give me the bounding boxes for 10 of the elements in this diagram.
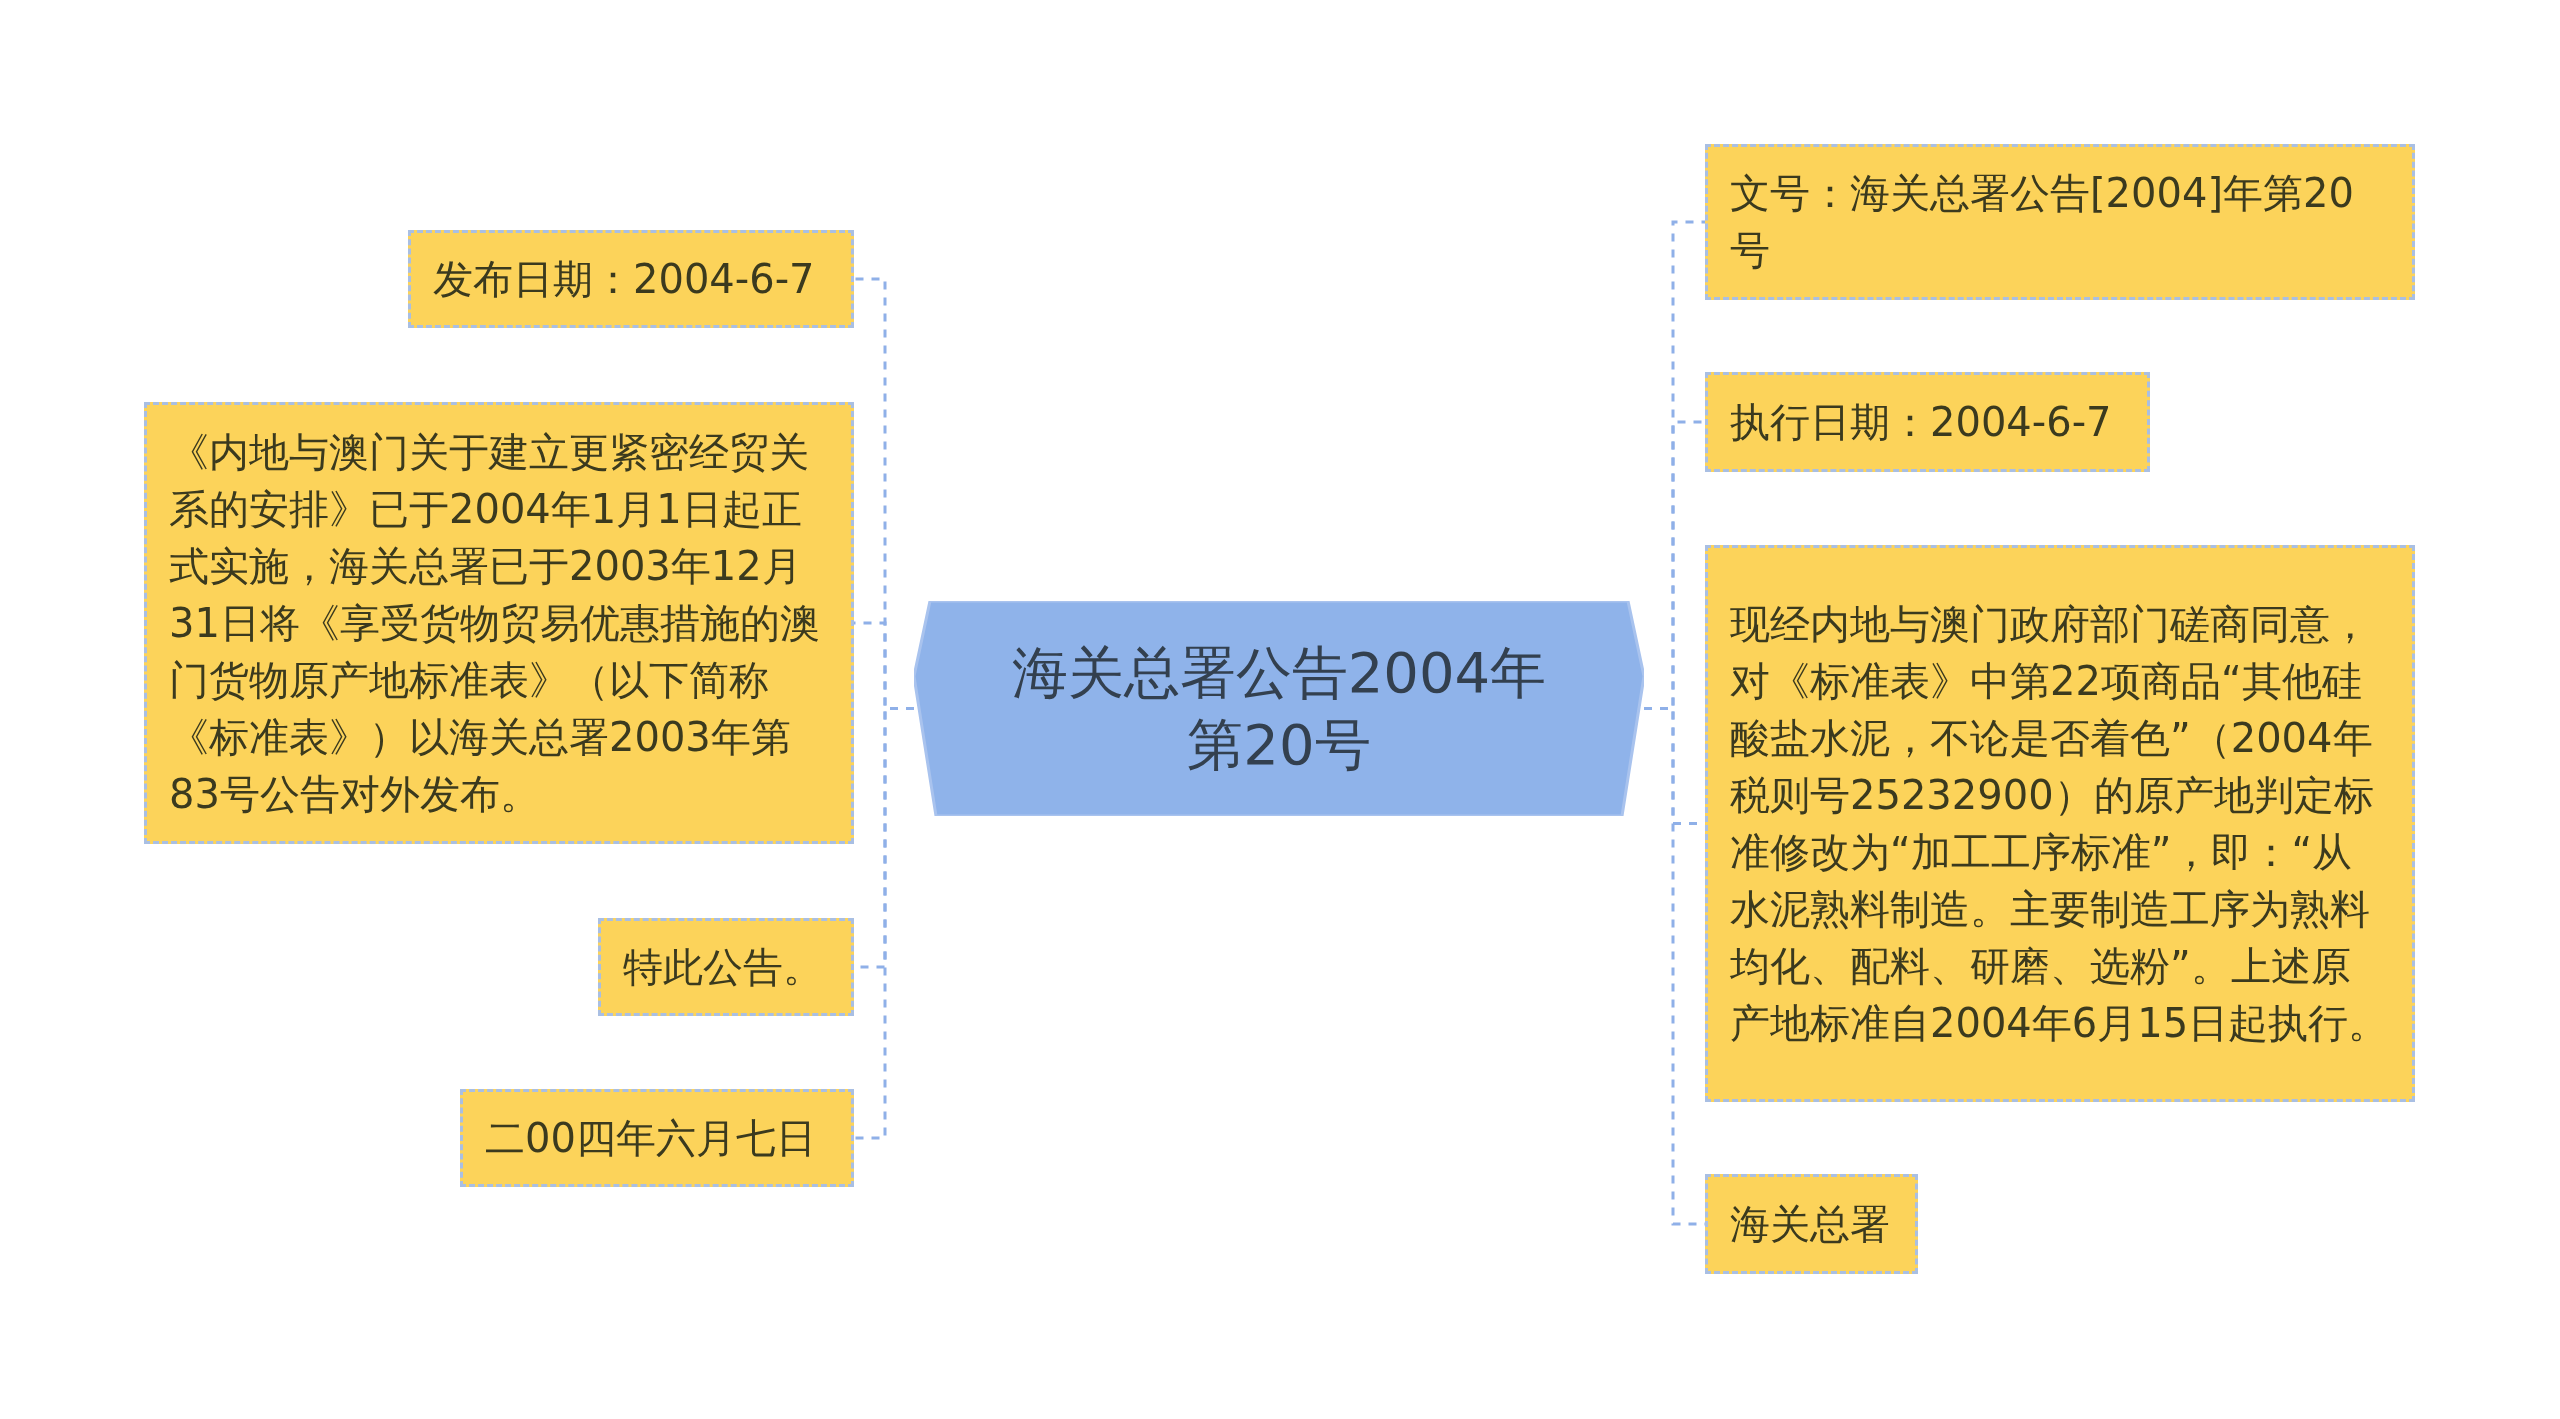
topic-box: 执行日期：2004-6-7: [1705, 372, 2150, 472]
connector-line: [854, 707, 914, 1140]
topic-box: 《内地与澳门关于建立更紧密经贸关系的安排》已于2004年1月1日起正式实施，海关总署已于2003年12月31日将《享受货物贸易优惠措施的澳门货物原产地标准表》（以下简称《标准表》）以海关总署2003年第83号公告对外发布。: [144, 402, 854, 844]
topic-box: 特此公告。: [598, 918, 854, 1016]
central-topic: 海关总署公告2004年第20号: [914, 601, 1644, 816]
topic-box: 二00四年六月七日: [460, 1089, 854, 1187]
topic-box: 文号：海关总署公告[2004]年第20号: [1705, 144, 2415, 300]
topic-box: 海关总署: [1705, 1174, 1918, 1274]
topic-box: 发布日期：2004-6-7: [408, 230, 854, 328]
topic-box: 现经内地与澳门政府部门磋商同意，对《标准表》中第22项商品“其他硅酸盐水泥，不论是否着色”（2004年税则号25232900）的原产地判定标准修改为“加工工序标准”，即：“从水泥熟料制造。主要制造工序为熟料均化、配料、研磨、选粉”。上述原产地标准自2004年6月15日起执行。: [1705, 545, 2415, 1102]
